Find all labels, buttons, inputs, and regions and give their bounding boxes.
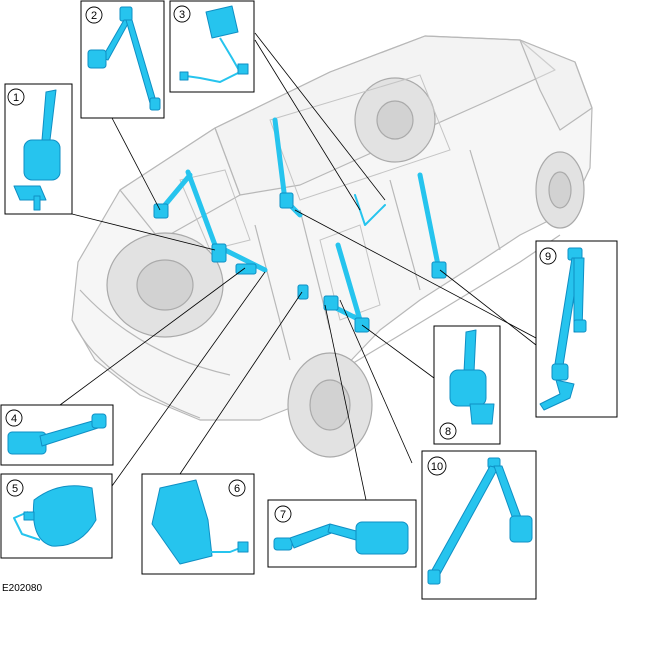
leader-7 — [324, 304, 367, 501]
vehicle-seats — [179, 74, 451, 321]
leader-5 — [111, 271, 266, 487]
rear-seat — [269, 74, 451, 201]
callout-9-label: 9 — [545, 251, 551, 263]
installed-belt-rear-left — [162, 172, 193, 208]
leader-9b — [439, 269, 537, 346]
callout-markers: 1 2 3 4 5 6 7 8 — [5, 5, 557, 523]
leader-lines — [59, 32, 537, 501]
callout-1: 1 — [7, 88, 25, 106]
wheel-rear-left-hub — [376, 100, 414, 140]
wheel-rear-right-hub — [548, 171, 572, 209]
callout-1-label: 1 — [13, 92, 19, 104]
leader-4 — [59, 267, 246, 406]
installed-retractor-rear-left — [153, 203, 169, 219]
callout-8-label: 8 — [445, 426, 451, 438]
leader-1 — [71, 213, 216, 251]
vehicle-front-bumper — [71, 289, 231, 419]
installed-retractor-center — [279, 192, 294, 209]
callout-3: 3 — [173, 5, 191, 23]
figure-id: E202080 — [2, 583, 43, 594]
callout-4: 4 — [5, 409, 23, 427]
part-4-buckle-stalk — [7, 413, 107, 455]
part-8-retractor — [449, 329, 495, 425]
callout-5: 5 — [6, 479, 24, 497]
leader-10 — [339, 299, 413, 464]
part-1-retractor — [13, 89, 61, 211]
callout-3-label: 3 — [179, 9, 185, 21]
callout-5-label: 5 — [12, 483, 18, 495]
wheel-front-right-hub — [309, 379, 351, 431]
installed-buckle-front-right — [297, 284, 309, 300]
callout-2-label: 2 — [91, 10, 97, 22]
callout-9: 9 — [539, 247, 557, 265]
vehicle-door-lines — [254, 149, 501, 361]
installed-buckle-harness — [354, 194, 386, 226]
callout-4-label: 4 — [11, 413, 17, 425]
callout-8: 8 — [439, 422, 457, 440]
vehicle-wheels — [106, 77, 585, 458]
callout-7: 7 — [274, 505, 292, 523]
callout-6: 6 — [228, 479, 246, 497]
callout-7-label: 7 — [280, 509, 286, 521]
vehicle-rear-hatch — [519, 39, 593, 131]
leader-8 — [361, 324, 435, 379]
leader-2 — [111, 117, 161, 211]
part-5-buckle — [13, 485, 97, 547]
installed-retractor-front-left — [211, 243, 227, 263]
installed-retractor-rear-right — [431, 261, 447, 279]
installed-retractor-front-right — [323, 295, 339, 311]
callout-6-label: 6 — [234, 483, 240, 495]
part-10-webbing — [427, 457, 533, 585]
wheel-front-left-hub — [136, 259, 194, 311]
installed-belt-rear-right — [417, 172, 441, 268]
part-2-webbing — [87, 6, 161, 111]
leader-3b — [254, 39, 361, 211]
part-7-buckle-stalk — [273, 521, 409, 555]
leader-9a — [294, 209, 537, 339]
callout-2: 2 — [85, 6, 103, 24]
part-3-buckle-harness — [179, 5, 249, 83]
installed-buckle-front-left — [235, 263, 257, 275]
leader-3a — [254, 32, 386, 201]
part-9-webbing — [539, 247, 587, 411]
panel-part-drawings — [7, 5, 587, 585]
installed-components — [153, 192, 447, 333]
part-6-buckle — [151, 479, 249, 565]
callout-10: 10 — [427, 456, 447, 476]
front-seat-left — [179, 169, 251, 251]
leader-6 — [179, 291, 303, 475]
front-seat-right — [319, 224, 381, 321]
callout-10-label: 10 — [431, 461, 443, 473]
